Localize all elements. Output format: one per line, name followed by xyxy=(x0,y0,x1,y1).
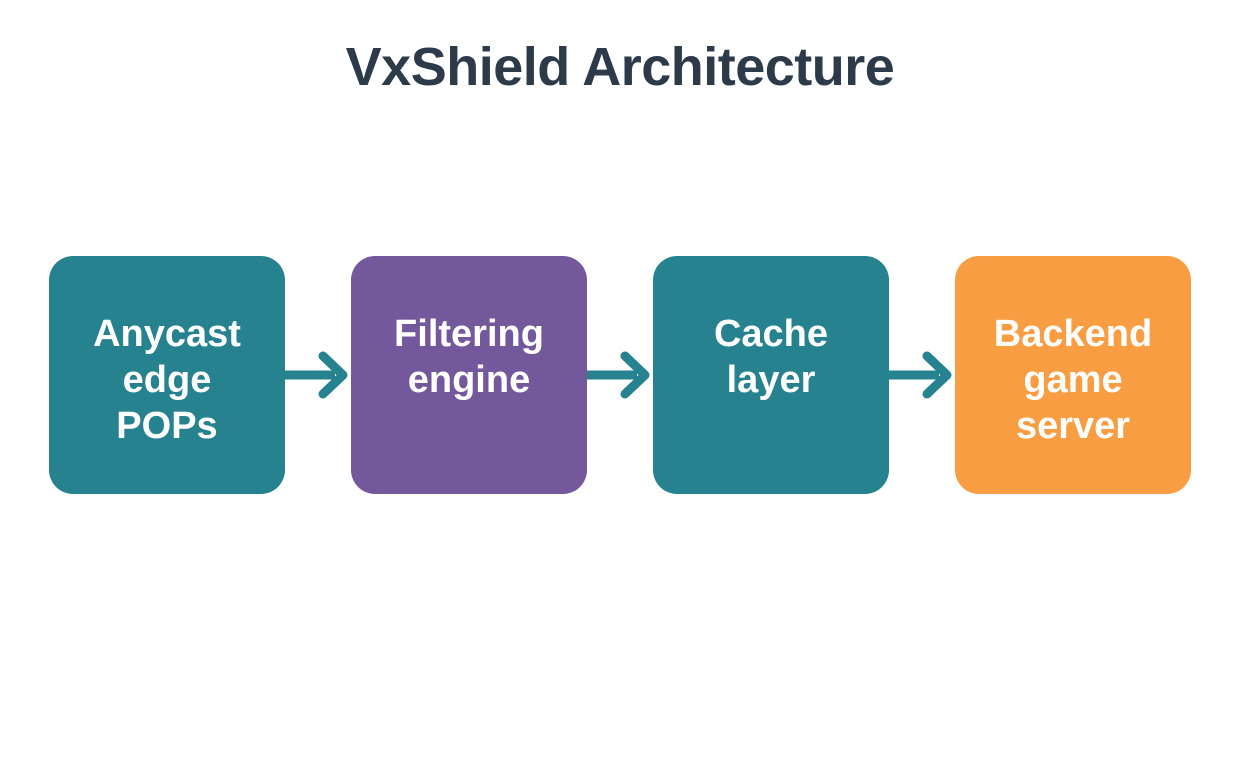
arrow-right-icon xyxy=(285,351,348,399)
node-anycast-edge-pops-label: Anycast edge POPs xyxy=(93,313,241,448)
node-anycast-edge-pops: Anycast edge POPs xyxy=(49,256,285,495)
node-filtering-engine: Filtering engine xyxy=(351,256,587,495)
node-filtering-engine-label: Filtering engine xyxy=(394,313,544,402)
node-cache-layer-label: Cache layer xyxy=(713,313,829,402)
page-title: VxShield Architecture xyxy=(345,37,895,97)
arrow-right-icon xyxy=(587,351,650,399)
architecture-flow: Anycast edge POPs Filtering engine Cache… xyxy=(0,256,1240,495)
node-backend-game-server: Backend game server xyxy=(955,256,1191,495)
node-cache-layer: Cache layer xyxy=(653,256,889,495)
node-backend-game-server-label: Backend game server xyxy=(993,313,1153,448)
arrow-right-icon xyxy=(889,351,952,399)
